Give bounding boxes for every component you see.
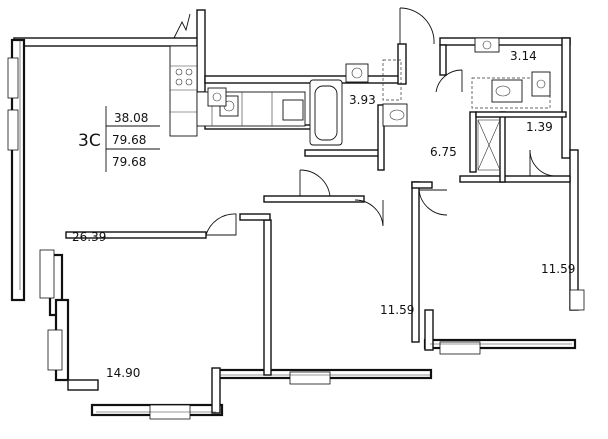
room-area-hall: 6.75 xyxy=(430,145,457,159)
apartment-area-living: 38.08 xyxy=(114,111,148,125)
outer-walls xyxy=(10,9,579,417)
apartment-area-total: 79.68 xyxy=(112,133,146,147)
wc-fixtures xyxy=(471,37,551,171)
room-area-bedroom-middle: 11.59 xyxy=(380,303,414,317)
apartment-info-box: 3С 38.08 79.68 79.68 xyxy=(78,106,160,172)
room-area-bathroom: 3.93 xyxy=(349,93,376,107)
interior-walls xyxy=(65,44,571,376)
bathroom-fixtures xyxy=(207,59,408,146)
doors xyxy=(205,7,557,236)
apartment-area-total-2: 79.68 xyxy=(112,155,146,169)
room-area-bedroom-right: 11.59 xyxy=(541,262,575,276)
room-area-living-kitchen: 26.39 xyxy=(72,230,106,244)
room-area-bedroom-left: 14.90 xyxy=(106,366,140,380)
windows xyxy=(7,40,585,420)
room-area-storage: 1.39 xyxy=(526,120,553,134)
apartment-type-code: 3С xyxy=(78,131,101,151)
room-labels: 26.39 14.90 11.59 11.59 6.75 3.93 3.14 1… xyxy=(72,49,575,380)
kitchen-counter xyxy=(169,13,306,137)
room-area-wc: 3.14 xyxy=(510,49,537,63)
